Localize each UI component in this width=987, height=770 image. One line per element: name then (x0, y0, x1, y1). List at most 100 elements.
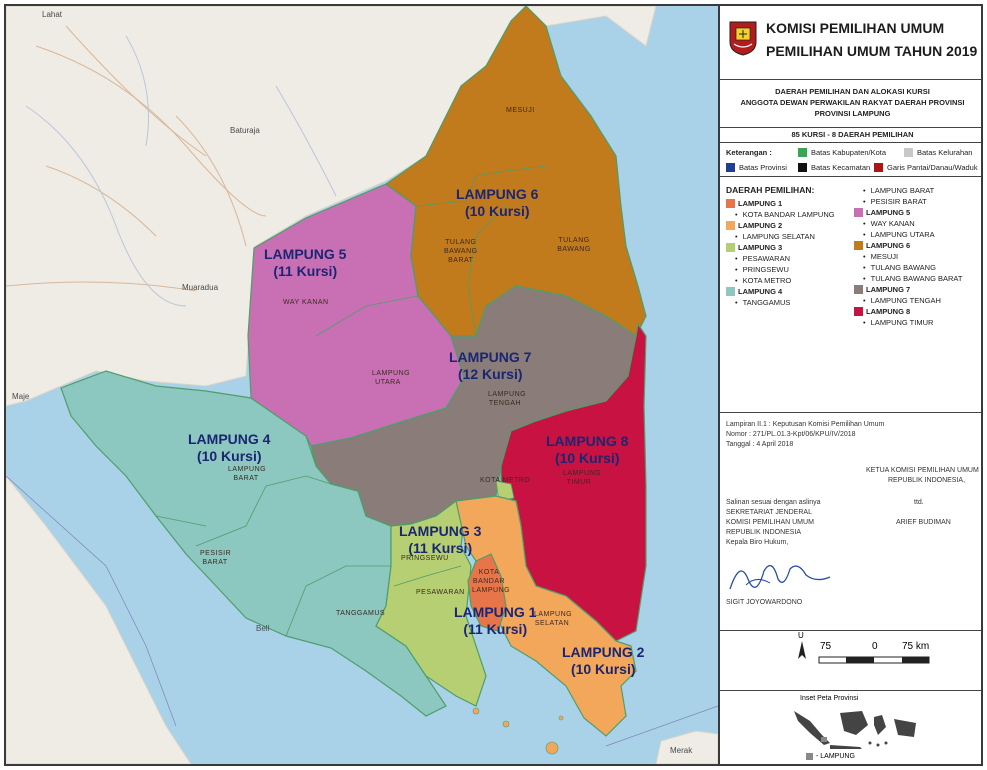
city-merak: Merak (670, 746, 693, 755)
map-area[interactable]: LAMPUNG 5(11 Kursi) LAMPUNG 6(10 Kursi) … (6, 6, 718, 764)
inset-title: Inset Peta Provinsi (800, 695, 859, 702)
label-pringsewu: PRINGSEWU (401, 555, 449, 562)
islands (472, 707, 564, 755)
dapil-group-l7: LAMPUNG 7 (854, 284, 962, 295)
city-baturaja: Baturaja (230, 126, 260, 135)
dapil-group-l6: LAMPUNG 6 (854, 240, 962, 251)
panel-title-year: PEMILIHAN UMUM TAHUN 2019 (766, 43, 978, 59)
copy-note: Salinan sesuai dengan aslinya (726, 499, 821, 506)
district-l3 (365, 500, 487, 707)
dapil-group-l2: LAMPUNG 2 (726, 220, 835, 231)
scale-mid: 0 (872, 641, 878, 652)
java-tip (655, 730, 718, 764)
label-l3: LAMPUNG 3(11 Kursi) (399, 523, 482, 556)
secretariat-name: SIGIT JOYOWARDONO (726, 599, 803, 606)
map-sheet: LAMPUNG 5(11 Kursi) LAMPUNG 6(10 Kursi) … (4, 4, 983, 766)
list-item: TULANG BAWANG BARAT (854, 273, 963, 284)
city-bell: Bell (256, 624, 270, 633)
boundary-legend: Keterangan : Batas Kabupaten/Kota Batas … (720, 143, 981, 177)
list-item: KOTA BANDAR LAMPUNG (726, 209, 835, 220)
scale-left: 75 (820, 641, 832, 652)
dapil-group-l8: LAMPUNG 8 (854, 306, 962, 317)
legend-item-kecamatan: Batas Kecamatan (798, 163, 870, 172)
secretariat-line1: SEKRETARIAT JENDERAL (726, 509, 812, 516)
city-maje: Maje (12, 392, 30, 401)
decree-signature-block: Lampiran II.1 : Keputusan Komisi Pemilih… (720, 413, 981, 631)
chair-name: ARIEF BUDIMAN (896, 519, 951, 526)
label-lampung-timur: LAMPUNG TIMUR (563, 470, 602, 486)
inset-legend: - LAMPUNG (806, 753, 855, 760)
label-lampung-tengah: LAMPUNG TENGAH (488, 391, 527, 407)
label-pesisir-barat: PESISIR BARAT (200, 550, 232, 566)
city-lahat: Lahat (42, 10, 63, 19)
decree-line3: Tanggal : 4 April 2018 (726, 441, 794, 448)
list-item: TULANG BAWANG (854, 262, 962, 273)
legend-swatch (874, 163, 883, 172)
label-l4: LAMPUNG 4(10 Kursi) (188, 431, 271, 464)
secretariat-line4: Kepala Biro Hukum, (726, 539, 789, 546)
list-item: MESUJI (854, 251, 962, 262)
neighbor-land-southwest (6, 475, 192, 764)
province-map (6, 6, 718, 764)
subtitle-line3: PROVINSI LAMPUNG (814, 109, 891, 118)
legend-label: Keterangan : (726, 148, 772, 157)
dapil-column-left: DAERAH PEMILIHAN: LAMPUNG 1 KOTA BANDAR … (726, 185, 835, 308)
kpu-logo-icon (729, 21, 757, 56)
label-lampung-barat: LAMPUNG BARAT (228, 466, 267, 482)
list-item: TANGGAMUS (726, 297, 835, 308)
legend-swatch (726, 163, 735, 172)
legend-item-kabupaten: Batas Kabupaten/Kota (798, 148, 886, 157)
chair-ttd: ttd. (914, 499, 924, 506)
secretariat-line3: REPUBLIK INDONESIA (726, 529, 802, 536)
neighbor-land-north (6, 6, 657, 407)
legend-item-provinsi: Batas Provinsi (726, 163, 787, 172)
label-l6: LAMPUNG 6(10 Kursi) (456, 186, 539, 219)
list-item: KOTA METRO (726, 275, 835, 286)
signature-mark (729, 564, 831, 590)
dapil-column-right: LAMPUNG BARAT PESISIR BARAT LAMPUNG 5 WA… (854, 185, 962, 328)
inset-map-indonesia (794, 711, 916, 749)
label-kota-bandar-lampung: KOTA BANDAR LAMPUNG (472, 569, 511, 594)
label-l5: LAMPUNG 5(11 Kursi) (264, 246, 347, 279)
label-kota-metro: KOTA METRO (480, 477, 531, 484)
list-item: LAMPUNG UTARA (854, 229, 962, 240)
seat-summary: 85 KURSI - 8 DAERAH PEMILIHAN (720, 128, 981, 143)
panel-title: KOMISI PEMILIHAN UMUM (766, 20, 945, 36)
list-item: WAY KANAN (854, 218, 962, 229)
dapil-group-l1: LAMPUNG 1 (726, 198, 835, 209)
list-item: PESISIR BARAT (854, 196, 962, 207)
scale-right: 75 km (902, 641, 930, 652)
legend-swatch (798, 148, 807, 157)
label-l8: LAMPUNG 8(10 Kursi) (546, 433, 629, 466)
dapil-heading: DAERAH PEMILIHAN: (726, 185, 815, 195)
neighbor-roads (6, 25, 267, 292)
inset-map-block: Inset Peta Provinsi - LAMPUNG (720, 691, 981, 764)
panel-subtitle: DAERAH PEMILIHAN DAN ALOKASI KURSI ANGGO… (720, 80, 981, 128)
legend-item-kelurahan: Batas Kelurahan (904, 148, 972, 157)
city-muaradua: Muaradua (182, 283, 219, 292)
subtitle-line2: ANGGOTA DEWAN PERWAKILAN RAKYAT DAERAH P… (740, 98, 965, 107)
label-l7: LAMPUNG 7(12 Kursi) (449, 349, 532, 382)
north-arrow-icon (798, 641, 806, 659)
scale-bar (818, 656, 930, 664)
list-item: LAMPUNG BARAT (854, 185, 962, 196)
label-lampung-selatan: LAMPUNG SELATAN (534, 611, 573, 627)
north-label: U (798, 631, 804, 640)
label-lampung-utara: LAMPUNG UTARA (372, 370, 411, 386)
scale-bar-block: U 75 0 75 km (720, 631, 981, 691)
legend-panel: KOMISI PEMILIHAN UMUM PEMILIHAN UMUM TAH… (718, 6, 981, 764)
legend-swatch (904, 148, 913, 157)
kota-metro-patch (495, 480, 515, 502)
chair-title2: REPUBLIK INDONESIA, (888, 477, 966, 484)
decree-line2: Nomor : 271/PL.01.3-Kpt/06/KPU/IV/2018 (726, 431, 856, 438)
secretariat-line2: KOMISI PEMILIHAN UMUM (726, 519, 814, 526)
dapil-group-l4: LAMPUNG 4 (726, 286, 835, 297)
label-way-kanan: WAY KANAN (283, 299, 329, 306)
panel-header: KOMISI PEMILIHAN UMUM PEMILIHAN UMUM TAH… (720, 6, 981, 80)
label-l1: LAMPUNG 1(11 Kursi) (454, 604, 537, 637)
list-item: LAMPUNG TIMUR (854, 317, 962, 328)
subtitle-line1: DAERAH PEMILIHAN DAN ALOKASI KURSI (775, 87, 930, 96)
label-l2: LAMPUNG 2(10 Kursi) (562, 644, 645, 677)
legend-swatch (798, 163, 807, 172)
